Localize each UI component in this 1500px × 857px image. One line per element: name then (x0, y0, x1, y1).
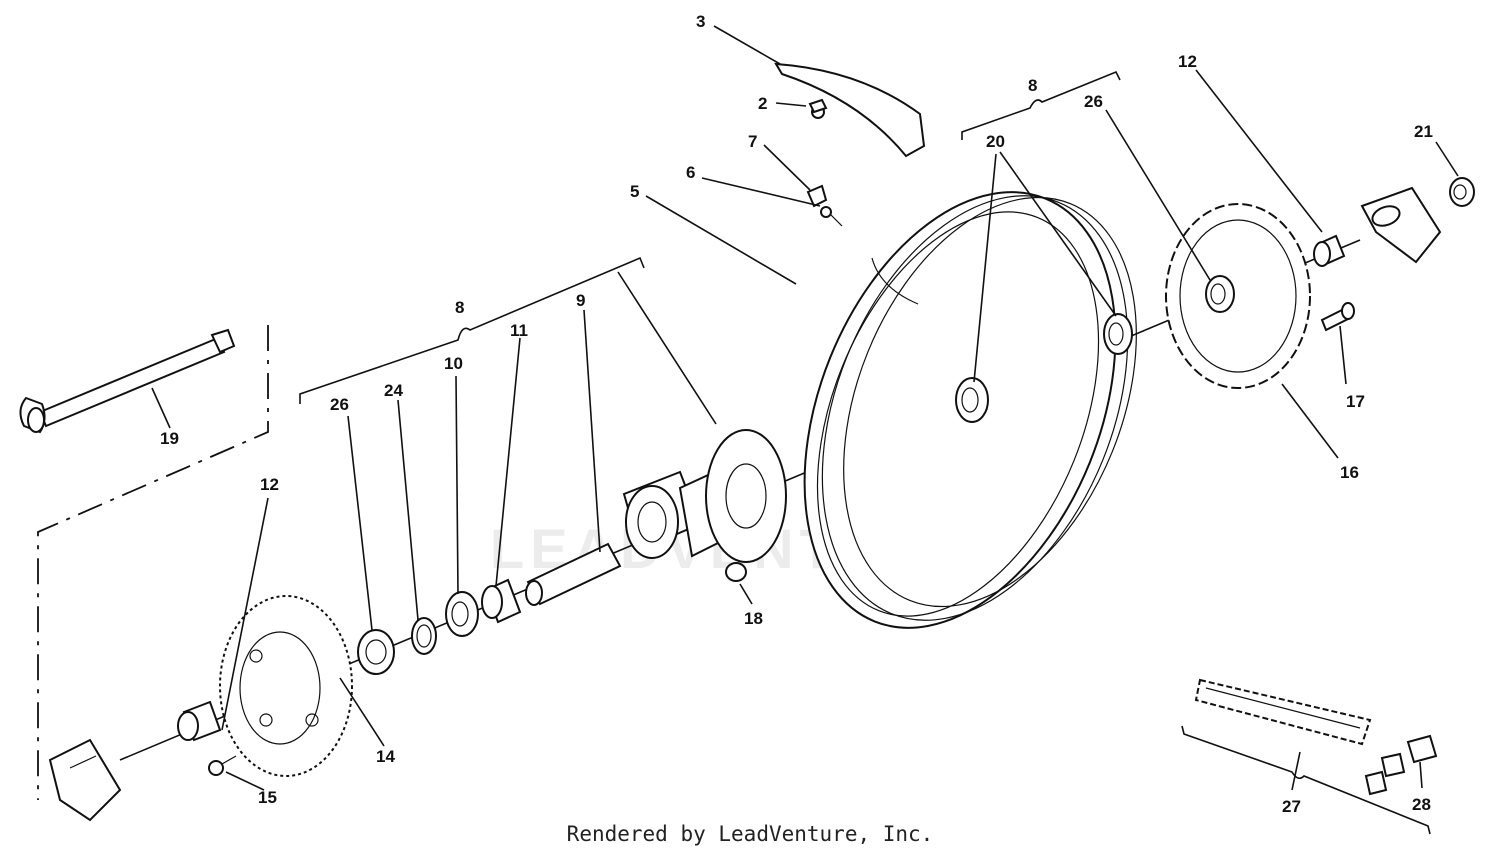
wheel-bearing-inner (955, 377, 989, 423)
chain-master-link (1364, 734, 1438, 796)
label-26-right: 26 (1084, 92, 1103, 111)
chain-adjuster-left (48, 738, 122, 822)
drive-chain (1194, 678, 1372, 746)
label-14: 14 (376, 747, 395, 766)
spacer-right (1313, 234, 1346, 267)
screw (808, 98, 828, 119)
bearing (445, 591, 479, 637)
label-21: 21 (1414, 122, 1433, 141)
label-3: 3 (696, 12, 705, 31)
label-15: 15 (258, 788, 277, 807)
wheel-bearing-outer (1103, 313, 1133, 355)
disc-bolt (208, 755, 237, 776)
label-16: 16 (1340, 463, 1359, 482)
rendered-by-credit: Rendered by LeadVenture, Inc. (566, 822, 934, 846)
chain-adjuster-right (1360, 186, 1442, 264)
label-6: 6 (686, 163, 695, 182)
label-12-right: 12 (1178, 52, 1197, 71)
label-27: 27 (1282, 797, 1301, 816)
wheel-hub (622, 429, 787, 563)
assembly-outline (37, 325, 269, 800)
axle (19, 328, 236, 434)
rear-sprocket (1165, 203, 1311, 389)
leader-lines (151, 25, 1459, 791)
label-12-left: 12 (260, 475, 279, 494)
sprocket-bolt (1320, 302, 1355, 332)
bracket-27 (1181, 725, 1431, 835)
label-17: 17 (1346, 392, 1365, 411)
axle-nut (1449, 177, 1475, 207)
label-24: 24 (384, 381, 403, 400)
rim-strip (774, 62, 926, 158)
label-5: 5 (630, 182, 639, 201)
label-28: 28 (1412, 795, 1431, 814)
label-19: 19 (160, 429, 179, 448)
label-8-left: 8 (455, 298, 464, 317)
brake-disc (219, 595, 353, 777)
label-8-right: 8 (1028, 76, 1037, 95)
label-7: 7 (748, 132, 757, 151)
label-26-left: 26 (330, 395, 349, 414)
label-10: 10 (444, 354, 463, 373)
label-20: 20 (986, 132, 1005, 151)
label-2: 2 (758, 94, 767, 113)
label-11: 11 (510, 321, 528, 340)
label-9: 9 (576, 291, 585, 310)
bracket-8-left (299, 256, 645, 404)
valve-nut (806, 184, 843, 227)
hub-spacer-tube (525, 542, 622, 606)
label-18: 18 (744, 609, 763, 628)
circlip (411, 617, 437, 655)
bearing-spacer (481, 578, 522, 624)
hub-nut (725, 562, 747, 582)
oil-seal-left (357, 629, 395, 675)
spacer-left (177, 700, 222, 742)
bracket-8-right (961, 70, 1121, 140)
